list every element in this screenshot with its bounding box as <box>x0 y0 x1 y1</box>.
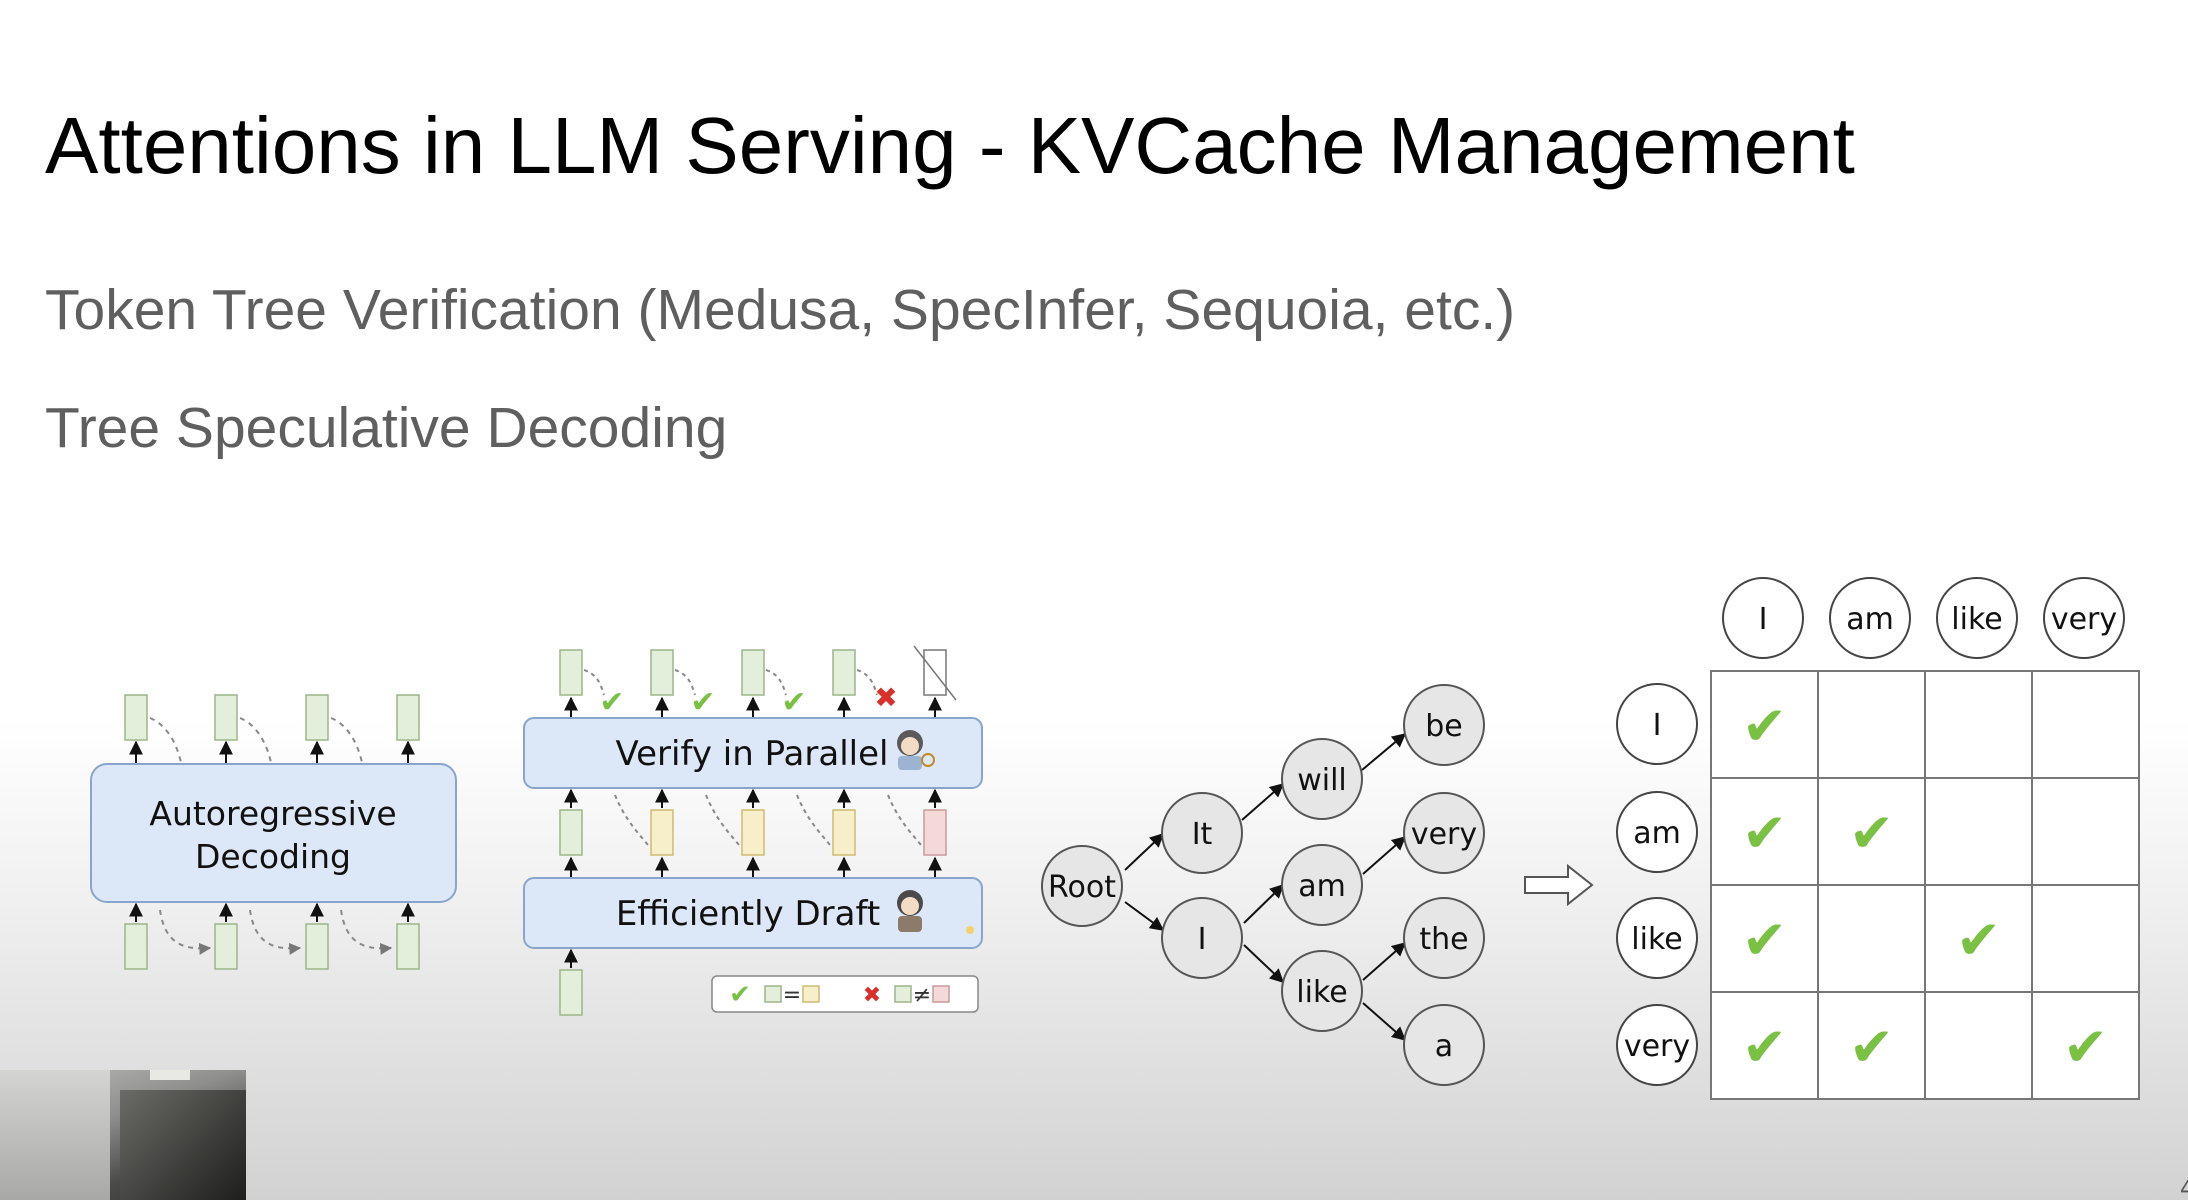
mask-check-icon: ✔ <box>1742 1016 1787 1079</box>
autoregressive-panel: Autoregressive Decoding <box>90 694 457 970</box>
slide-title: Attentions in LLM Serving - KVCache Mana… <box>45 101 1855 190</box>
mismatch-token <box>923 809 947 856</box>
check-icon: ✔ <box>690 685 715 720</box>
mask-row-header-like: like <box>1616 897 1698 979</box>
mask-check-icon: ✔ <box>1742 695 1787 758</box>
tree-node-very: very <box>1403 792 1485 874</box>
mask-col-header-am: am <box>1829 577 1911 659</box>
tree-node-be: be <box>1403 684 1485 766</box>
draft-token <box>650 809 674 856</box>
tree-node-like: like <box>1281 950 1363 1032</box>
speculative-panel: ✔ ✔ ✔ ✖ Verify in Parallel <box>523 645 983 1016</box>
mask-check-icon: ✔ <box>1742 909 1787 972</box>
token-tree: Root It I will am like be very the a <box>1041 684 1485 1086</box>
prefix-token <box>559 809 583 856</box>
autoregressive-box <box>90 763 457 903</box>
subtitle-tree-speculative: Tree Speculative Decoding <box>45 396 728 460</box>
verification-legend: ✔ = ✖ ≠ <box>711 975 979 1013</box>
svg-text:I: I <box>1759 602 1768 637</box>
tree-node-the: the <box>1403 897 1485 979</box>
tree-node-a: a <box>1403 1004 1485 1086</box>
draft-box <box>523 877 983 949</box>
check-icon: ✔ <box>781 685 806 720</box>
svg-text:very: very <box>1411 817 1477 852</box>
verify-label: Verify in Parallel <box>616 734 889 774</box>
autoregressive-label-line2: Decoding <box>195 837 351 876</box>
tree-node-i: I <box>1161 897 1243 979</box>
svg-text:a: a <box>1435 1029 1453 1064</box>
tree-node-am: am <box>1281 844 1363 926</box>
tree-node-will: will <box>1281 738 1363 820</box>
transform-arrow-icon <box>1524 863 1594 907</box>
legend-not-equal-sign: ≠ <box>913 983 931 1008</box>
tree-attention-mask: I am like very I am like very ✔ ✔ ✔ ✔ ✔ ✔ ✔ ✔ <box>1616 577 2140 1100</box>
mask-col-header-i: I <box>1722 577 1804 659</box>
drafter-person-icon <box>897 890 974 934</box>
draft-token <box>832 809 856 856</box>
page-number: 4 <box>2180 1177 2188 1200</box>
verified-token <box>741 649 765 696</box>
svg-text:like: like <box>1296 975 1347 1010</box>
legend-check-icon: ✔ <box>729 980 751 1010</box>
verified-token <box>559 649 583 696</box>
svg-text:am: am <box>1298 869 1346 904</box>
cross-icon: ✖ <box>874 681 897 714</box>
svg-text:very: very <box>2051 602 2117 637</box>
svg-text:It: It <box>1192 817 1213 852</box>
mask-check-icon: ✔ <box>1849 802 1894 865</box>
svg-text:I: I <box>1653 708 1662 743</box>
verified-token <box>832 649 856 696</box>
svg-text:like: like <box>1631 922 1682 957</box>
draft-token <box>741 809 765 856</box>
svg-text:be: be <box>1425 709 1463 744</box>
input-token <box>396 923 420 970</box>
check-icon: ✔ <box>599 685 624 720</box>
output-token <box>214 694 238 741</box>
output-token <box>124 694 148 741</box>
mask-row-header-very: very <box>1616 1004 1698 1086</box>
mask-row-header-i: I <box>1616 683 1698 765</box>
draft-label: Efficiently Draft <box>616 894 880 934</box>
svg-text:Root: Root <box>1048 870 1116 905</box>
mask-row-header-am: am <box>1616 791 1698 873</box>
svg-text:very: very <box>1624 1029 1690 1064</box>
mask-check-icon: ✔ <box>1849 1016 1894 1079</box>
verified-token <box>650 649 674 696</box>
mask-check-icon: ✔ <box>1742 802 1787 865</box>
mask-check-icon: ✔ <box>2063 1016 2108 1079</box>
svg-text:am: am <box>1846 602 1894 637</box>
legend-cross-icon: ✖ <box>863 983 881 1008</box>
input-token <box>305 923 329 970</box>
mask-col-header-like: like <box>1936 577 2018 659</box>
svg-text:I: I <box>1198 922 1207 957</box>
input-token <box>214 923 238 970</box>
input-token <box>124 923 148 970</box>
mask-col-header-very: very <box>2043 577 2125 659</box>
input-token <box>559 969 583 1016</box>
presenter-webcam <box>0 1070 246 1200</box>
legend-equal-sign: = <box>783 983 801 1008</box>
tree-node-it: It <box>1161 792 1243 874</box>
svg-text:will: will <box>1297 763 1347 798</box>
subtitle-token-tree: Token Tree Verification (Medusa, SpecInf… <box>45 278 1516 342</box>
autoregressive-label-line1: Autoregressive <box>149 794 396 833</box>
mask-checks: ✔ ✔ ✔ ✔ ✔ ✔ ✔ ✔ <box>1742 695 2108 1079</box>
svg-text:the: the <box>1419 922 1468 957</box>
tree-node-root: Root <box>1041 845 1123 927</box>
mask-check-icon: ✔ <box>1956 909 2001 972</box>
svg-text:like: like <box>1951 602 2002 637</box>
output-token <box>396 694 420 741</box>
verifier-person-icon <box>897 730 935 770</box>
output-token <box>305 694 329 741</box>
svg-text:am: am <box>1633 816 1681 851</box>
verify-box <box>523 717 983 789</box>
